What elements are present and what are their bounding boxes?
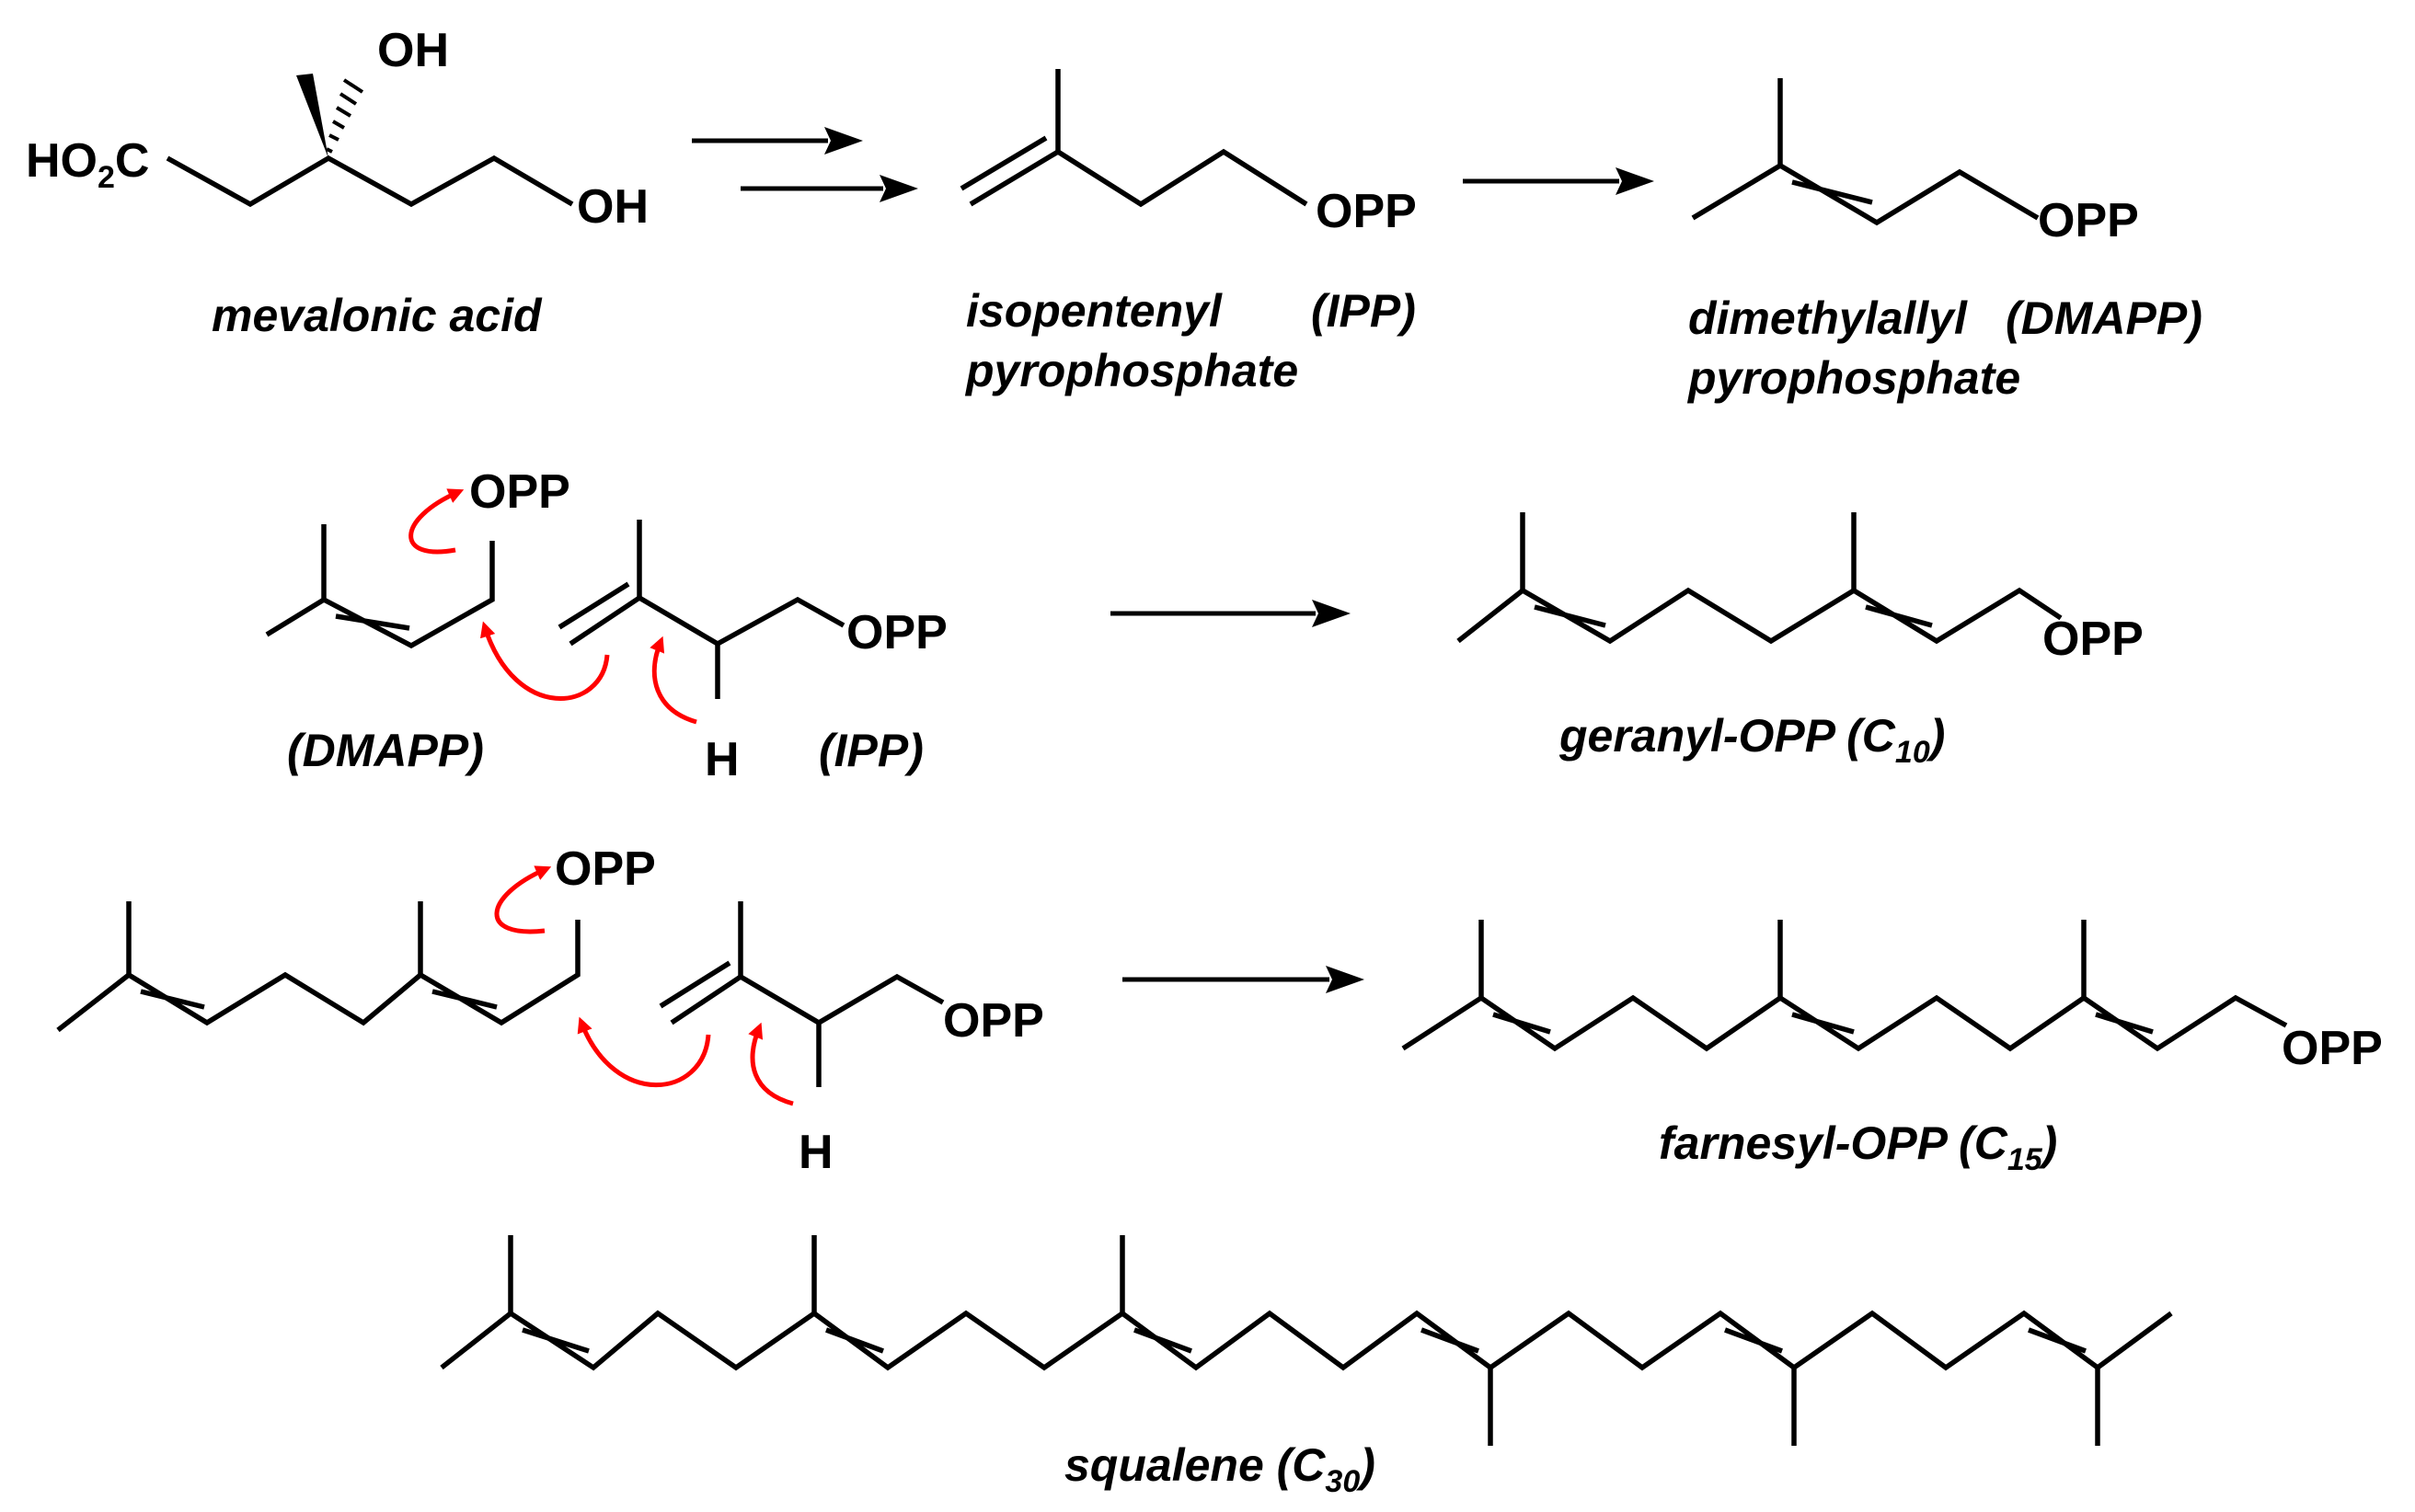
squalene-caption: squalene (C30) [1064,1439,1375,1499]
mechanism-2-hydrogen: H [799,1126,834,1179]
geranyl-opp-label: OPP [2042,613,2144,666]
ipp-caption-line1: isopentenyl [966,285,1223,337]
mechanism-1-hydrogen: H [705,733,740,786]
mechanism-1-electron-arrows [408,488,697,725]
mevalonic-acid-oh-top: OH [377,24,449,77]
mechanism-2-ipp-opp: OPP [943,994,1044,1048]
mechanism-1-ipp-label: (IPP) [819,725,924,776]
arrow-mevalonate-to-ipp [692,127,918,202]
geranyl-opp-structure: OPP [1456,512,2144,666]
mechanism-2-electron-arrows [494,865,794,1106]
mechanism-1-reactants: OPP OPP H [265,465,948,786]
dmapp-structure: OPP [1691,78,2139,247]
mevalonic-acid-caption: mevalonic acid [212,290,543,341]
arrow-to-geranyl [1110,600,1351,627]
mevalonic-acid-structure: HO2C OH OH [26,24,649,234]
mechanism-1-opp-leaving: OPP [469,465,570,519]
mechanism-2-reactants: OPP OPP H [56,842,1044,1179]
mechanism-1-ipp-opp: OPP [846,606,948,659]
dmapp-caption-abbr: (DMAPP) [2006,292,2202,344]
ipp-caption-line2: pyrophosphate [964,345,1298,396]
squalene-structure [440,1235,2173,1446]
dmapp-caption-line2: pyrophosphate [1686,352,2020,404]
mechanism-1-dmapp-label: (DMAPP) [287,725,484,776]
arrow-ipp-to-dmapp [1463,167,1654,195]
farnesyl-opp-structure: OPP [1401,920,2383,1075]
farnesyl-caption: farnesyl-OPP (C15) [1659,1117,2057,1177]
dmapp-opp: OPP [2038,194,2139,247]
geranyl-caption: geranyl-OPP (C10) [1558,710,1945,770]
dmapp-caption-line1: dimethylallyl [1688,292,1968,344]
ipp-structure: OPP [960,69,1417,238]
mevalonic-acid-ho: HO2C [26,134,149,195]
ipp-opp: OPP [1316,185,1417,238]
ipp-caption-abbr: (IPP) [1311,285,1416,337]
farnesyl-opp-label: OPP [2282,1022,2383,1075]
mevalonic-acid-oh-end: OH [577,180,649,234]
arrow-to-farnesyl [1122,966,1364,993]
mechanism-2-opp-leaving: OPP [555,842,656,896]
